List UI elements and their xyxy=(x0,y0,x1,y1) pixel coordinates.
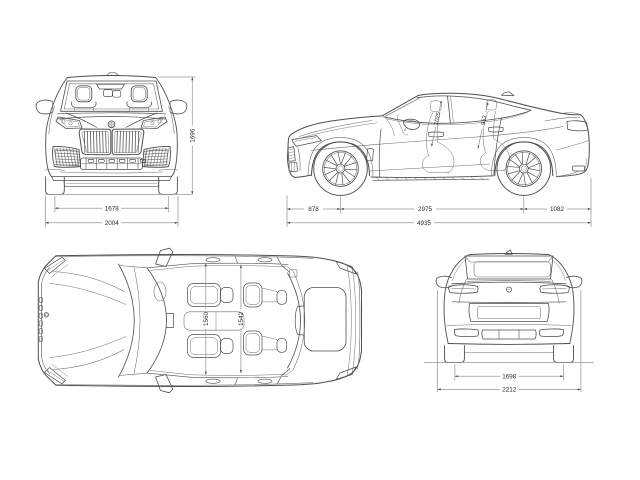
svg-text:2975: 2975 xyxy=(418,206,433,213)
svg-text:1678: 1678 xyxy=(105,205,120,212)
svg-text:1698: 1698 xyxy=(502,374,517,381)
svg-text:1025: 1025 xyxy=(434,112,443,126)
svg-text:1560: 1560 xyxy=(203,312,210,327)
svg-text:2004: 2004 xyxy=(105,220,120,227)
svg-text:1082: 1082 xyxy=(550,206,565,213)
svg-text:1542: 1542 xyxy=(238,312,245,327)
svg-text:1696: 1696 xyxy=(190,128,197,143)
svg-text:878: 878 xyxy=(308,206,319,213)
svg-text:2212: 2212 xyxy=(502,387,517,394)
svg-text:4935: 4935 xyxy=(417,220,432,227)
svg-text:953: 953 xyxy=(481,115,489,126)
